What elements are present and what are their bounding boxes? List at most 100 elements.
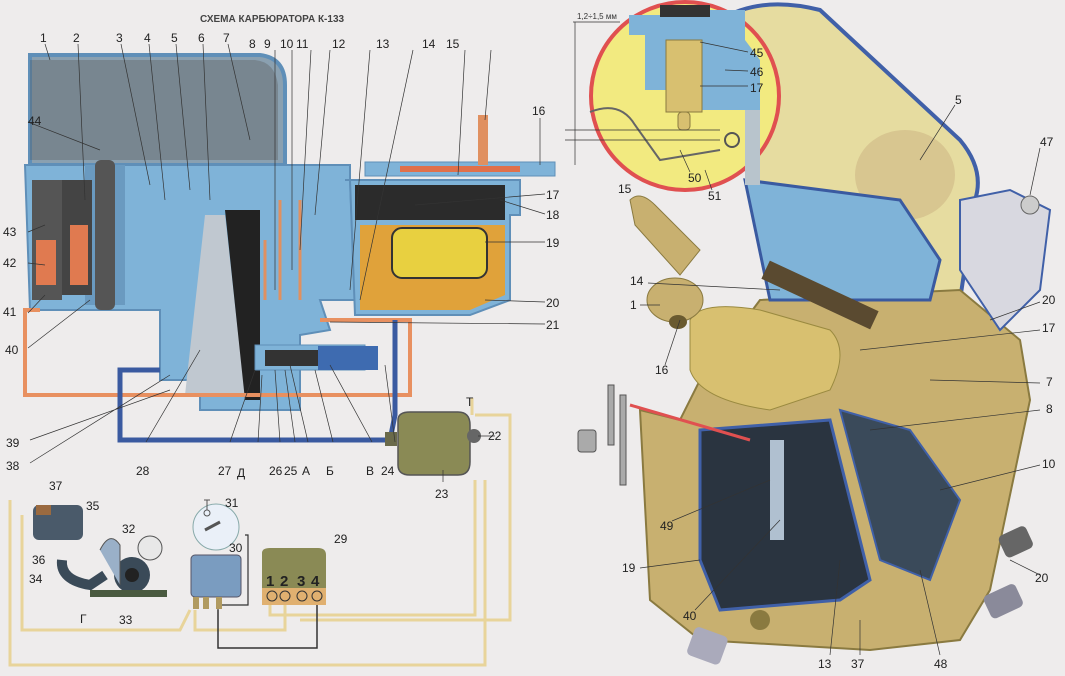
solenoid-valve xyxy=(385,411,481,476)
cut-label-10: 10 xyxy=(1042,457,1056,471)
label-17: 17 xyxy=(546,188,560,202)
cut-label-20a: 20 xyxy=(1042,293,1056,307)
label-43: 43 xyxy=(3,225,17,239)
adjusting-screw xyxy=(761,260,879,330)
dimension-label: 1,2÷1,5 мм xyxy=(577,12,617,21)
label-4: 4 xyxy=(144,31,151,45)
cut-label-45: 45 xyxy=(750,46,764,60)
relay-wire-dark xyxy=(217,605,318,649)
label-13: 13 xyxy=(376,37,390,51)
label-3: 3 xyxy=(116,31,123,45)
cut-label-7: 7 xyxy=(1046,375,1053,389)
label-35: 35 xyxy=(86,499,100,513)
sensor xyxy=(192,499,240,551)
diagram-title: СХЕМА КАРБЮРАТОРА К-133 xyxy=(200,14,345,25)
label-14: 14 xyxy=(422,37,436,51)
cut-label-37: 37 xyxy=(851,657,865,671)
label-10: 10 xyxy=(280,37,294,51)
label-2: 2 xyxy=(73,31,80,45)
label-22: 22 xyxy=(488,429,502,443)
label-1: 1 xyxy=(40,31,47,45)
relay-30 xyxy=(190,554,242,609)
label-5: 5 xyxy=(171,31,178,45)
relay-terminal-3: 3 xyxy=(297,573,305,590)
wiring xyxy=(8,398,512,667)
label-16: 16 xyxy=(532,104,546,118)
label-28: 28 xyxy=(136,464,150,478)
cut-label-20b: 20 xyxy=(1035,571,1049,585)
label-G: Г xyxy=(80,612,87,626)
label-37: 37 xyxy=(49,479,63,493)
cut-label-40: 40 xyxy=(683,609,697,623)
label-D: Д xyxy=(237,466,245,480)
label-15: 15 xyxy=(446,37,460,51)
label-19: 19 xyxy=(546,236,560,250)
float xyxy=(391,227,488,279)
relay-terminal-4: 4 xyxy=(311,573,320,590)
label-B: Б xyxy=(326,464,334,478)
label-36: 36 xyxy=(32,553,46,567)
cut-label-49: 49 xyxy=(660,519,674,533)
cut-label-19: 19 xyxy=(622,561,636,575)
label-7: 7 xyxy=(223,31,230,45)
label-20: 20 xyxy=(546,296,560,310)
cut-label-17b: 17 xyxy=(1042,321,1056,335)
label-44: 44 xyxy=(28,114,42,128)
cutaway-illustration: 1,2÷1,5 мм 45 46 17 50 51 15 5 47 14 1 1… xyxy=(565,0,1056,671)
label-41: 41 xyxy=(3,305,17,319)
label-42: 42 xyxy=(3,256,17,270)
cut-label-51: 51 xyxy=(708,189,722,203)
control-unit-29: 1 2 3 4 xyxy=(262,548,326,605)
label-27: 27 xyxy=(218,464,232,478)
label-18: 18 xyxy=(546,208,560,222)
magnifier-detail xyxy=(589,0,781,192)
label-T: T xyxy=(466,395,474,409)
cut-label-16: 16 xyxy=(655,363,669,377)
label-23: 23 xyxy=(435,487,449,501)
float-chamber-cover xyxy=(689,306,841,411)
cut-label-48: 48 xyxy=(934,657,948,671)
dimension-lines xyxy=(565,21,720,165)
cut-label-17a: 17 xyxy=(750,81,764,95)
vacuum-line xyxy=(117,320,398,443)
cut-label-50: 50 xyxy=(688,171,702,185)
red-pointer xyxy=(629,403,751,442)
label-11: 11 xyxy=(296,37,309,51)
label-6: 6 xyxy=(198,31,205,45)
label-V: В xyxy=(366,464,374,478)
schematic-labels: 1 2 3 4 5 6 7 8 9 10 11 12 13 14 15 16 1… xyxy=(3,31,560,627)
idle-mixture-screw xyxy=(577,384,627,486)
label-9: 9 xyxy=(264,37,271,51)
label-25: 25 xyxy=(284,464,298,478)
needle-valve xyxy=(665,39,703,113)
cut-label-15: 15 xyxy=(618,182,632,196)
cutaway-labels: 45 46 17 50 51 15 5 47 14 1 16 20 17 7 8… xyxy=(618,46,1056,671)
cut-label-47: 47 xyxy=(1040,135,1054,149)
cut-label-13: 13 xyxy=(818,657,832,671)
label-30: 30 xyxy=(229,541,243,555)
label-26: 26 xyxy=(269,464,283,478)
label-38: 38 xyxy=(6,459,20,473)
label-39: 39 xyxy=(6,436,20,450)
schematic: СХЕМА КАРБЮРАТОРА К-133 xyxy=(3,14,560,667)
label-12: 12 xyxy=(332,37,346,51)
air-intake-housing xyxy=(28,53,287,167)
plug-screws xyxy=(687,526,1033,665)
leader-lines xyxy=(27,43,546,482)
cut-label-5: 5 xyxy=(955,93,962,107)
cut-label-14: 14 xyxy=(630,274,644,288)
label-A: А xyxy=(302,464,310,478)
microswitch xyxy=(33,505,83,540)
throttle-lever xyxy=(959,188,1052,332)
label-33: 33 xyxy=(119,613,133,627)
cut-label-8: 8 xyxy=(1046,402,1053,416)
label-21: 21 xyxy=(546,318,560,332)
fuel-inlet-fitting xyxy=(629,195,701,276)
label-31: 31 xyxy=(225,496,239,510)
label-24: 24 xyxy=(381,464,395,478)
label-34: 34 xyxy=(29,572,43,586)
relay-terminal-1: 1 xyxy=(266,573,274,590)
throttle-linkage xyxy=(56,535,167,597)
cut-label-1: 1 xyxy=(630,298,637,312)
